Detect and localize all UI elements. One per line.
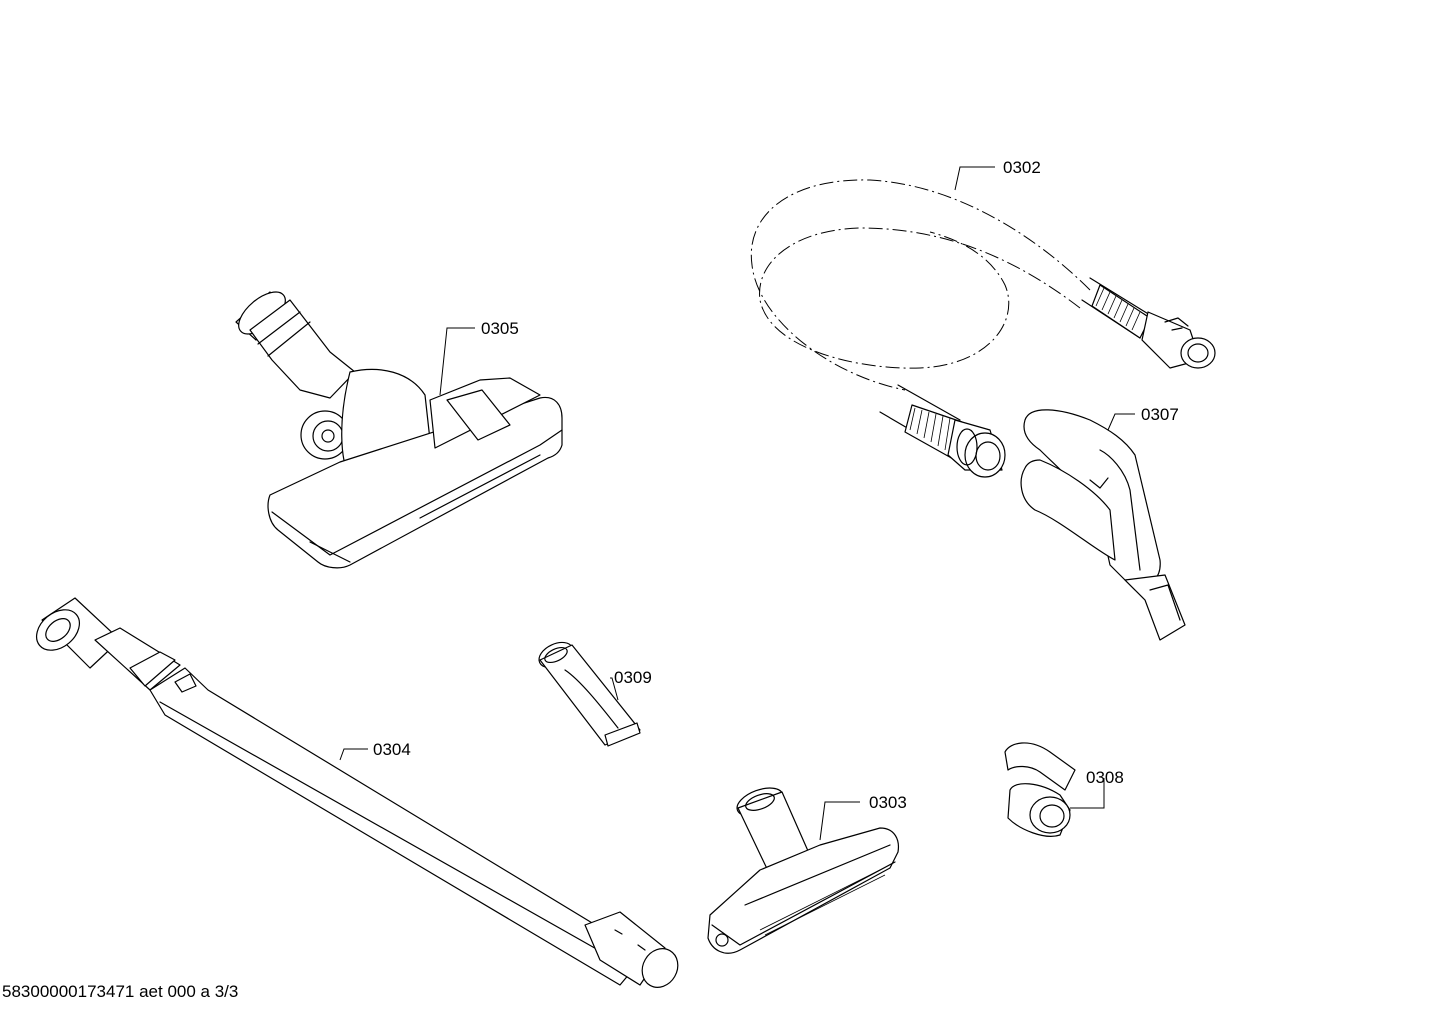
part-label-0302: 0302 [1003,158,1041,177]
telescopic-tube-drawing[interactable]: 0304 [29,597,685,994]
suction-hose-drawing[interactable]: 0302 [750,158,1216,478]
part-label-0304: 0304 [373,740,411,759]
floor-nozzle-drawing[interactable]: 0305 [232,284,563,569]
crevice-tool-drawing[interactable]: 0309 [535,637,652,747]
hose-handle-drawing[interactable]: 0307 [1020,405,1186,641]
document-code: 58300000173471 aet 000 a 3/3 [2,982,239,1001]
part-label-0305: 0305 [481,319,519,338]
upholstery-nozzle-drawing[interactable]: 0303 [707,783,907,954]
part-label-0309: 0309 [614,668,652,687]
part-label-0308: 0308 [1086,768,1124,787]
part-label-0307: 0307 [1141,405,1179,424]
tube-clip-drawing[interactable]: 0308 [1004,742,1124,837]
part-label-0303: 0303 [869,793,907,812]
